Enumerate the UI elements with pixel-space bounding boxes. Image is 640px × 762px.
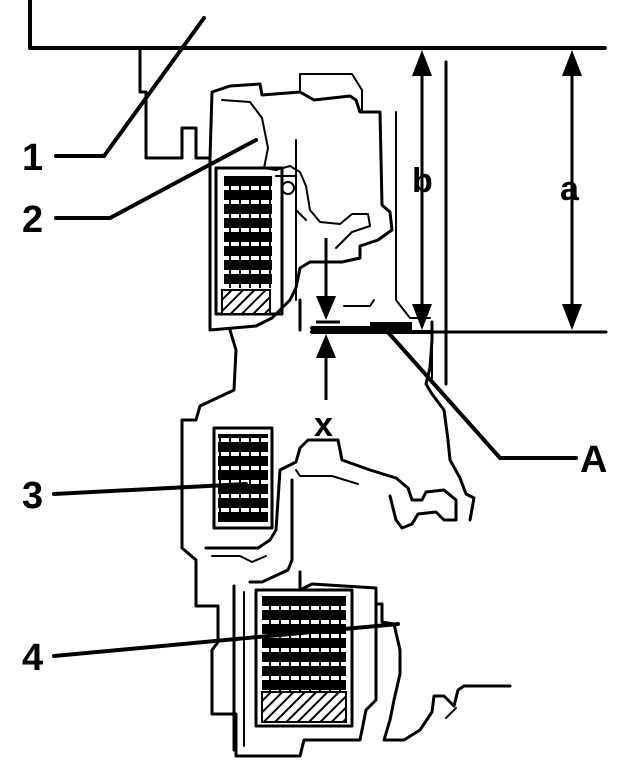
middle-clutch: [204, 426, 458, 584]
callout-2: 2: [22, 199, 43, 241]
dimension-a: [562, 50, 582, 330]
callout-4: 4: [22, 637, 43, 679]
dimension-b: [412, 50, 432, 330]
upper-clutch-plates: [214, 166, 297, 316]
dimension-a-label: a: [560, 170, 580, 208]
top-housing: [28, 0, 607, 160]
dimension-b-label: b: [412, 162, 433, 200]
dimension-x-label: x: [314, 406, 333, 444]
callout-3: 3: [22, 475, 43, 517]
callout-a-part: A: [580, 439, 607, 481]
right-shaft-lines: [430, 60, 608, 386]
dimension-x: [316, 238, 340, 400]
callout-1: 1: [22, 137, 43, 179]
lower-clutch: [210, 570, 512, 758]
leader-lines: [52, 16, 578, 658]
